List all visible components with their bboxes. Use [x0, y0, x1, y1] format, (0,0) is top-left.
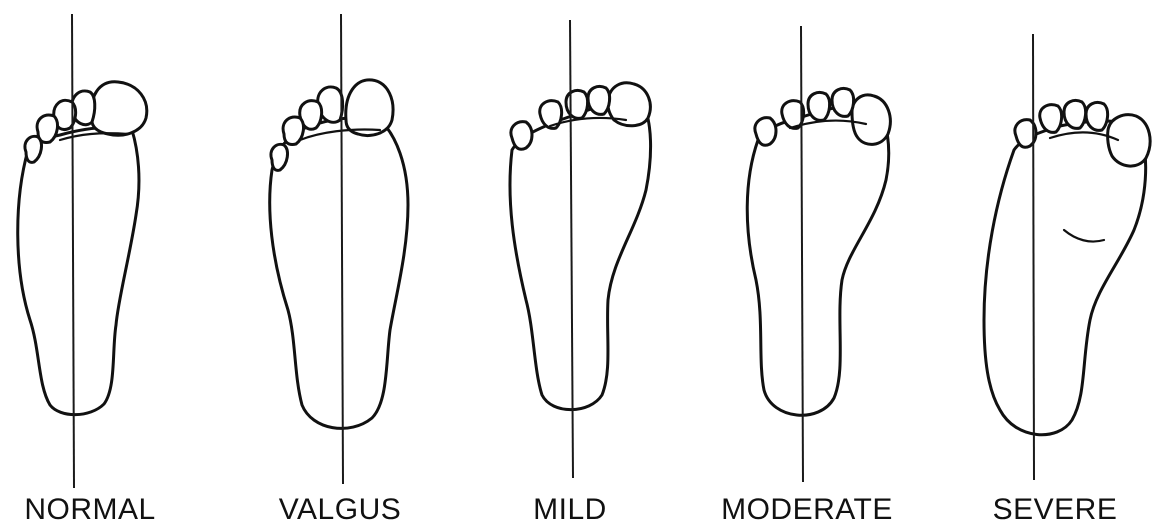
- foot-moderate-toe-3: [808, 92, 830, 120]
- label-severe: SEVERE: [955, 493, 1155, 527]
- foot-mild-toe-3: [566, 90, 588, 118]
- foot-normal: [18, 14, 147, 488]
- foot-moderate-big-toe: [852, 95, 890, 144]
- foot-severe-big-toe: [1108, 115, 1150, 166]
- foot-valgus: [270, 14, 408, 484]
- foot-valgus-toe-5: [271, 144, 288, 170]
- label-mild: MILD: [470, 493, 670, 527]
- foot-severe-toe-2: [1086, 102, 1108, 130]
- foot-valgus-outline: [270, 118, 408, 429]
- foot-mild-toe-2: [588, 86, 610, 114]
- label-moderate: MODERATE: [707, 493, 907, 527]
- foot-normal-outline: [18, 128, 139, 415]
- foot-severe-toe-4: [1040, 105, 1062, 133]
- foot-normal-big-toe: [91, 82, 147, 135]
- label-normal: NORMAL: [0, 493, 190, 527]
- foot-mild: [510, 20, 651, 478]
- foot-moderate-outline: [747, 104, 888, 416]
- foot-moderate-toe-5: [755, 118, 776, 146]
- foot-severe: [984, 34, 1150, 480]
- foot-mild-toe-5: [511, 122, 532, 150]
- foot-valgus-big-toe: [346, 80, 393, 136]
- foot-severe-outline: [984, 121, 1146, 435]
- foot-severe-toe-3: [1064, 100, 1086, 128]
- foot-severe-axis-line: [1033, 34, 1034, 480]
- foot-normal-axis-line: [72, 14, 74, 488]
- label-valgus: VALGUS: [240, 493, 440, 527]
- foot-moderate: [747, 26, 890, 482]
- foot-moderate-toe-2: [832, 88, 854, 116]
- foot-normal-toe-5: [25, 136, 42, 162]
